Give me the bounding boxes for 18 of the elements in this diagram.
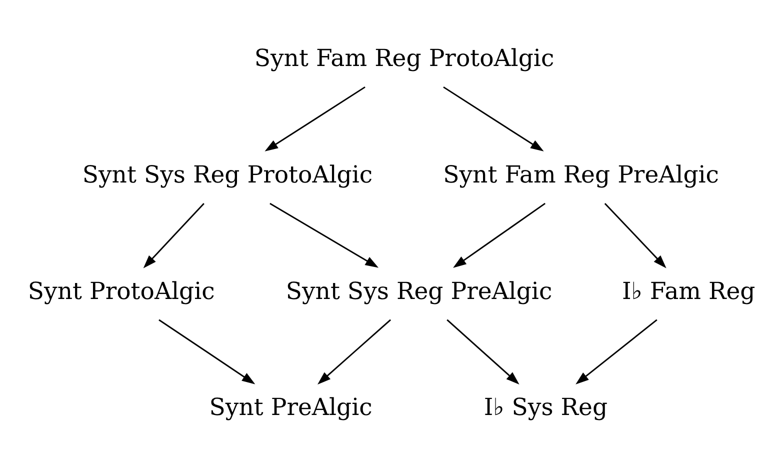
arrow — [446, 318, 520, 384]
node-text: Synt ProtoAlgic — [28, 276, 215, 304]
node-text: Synt PreAlgic — [209, 392, 372, 421]
node-text: Synt Sys Reg ProtoAlgic — [82, 160, 373, 188]
arrow — [604, 202, 666, 268]
node-text: Synt Sys Reg PreAlgic — [286, 276, 552, 304]
arrow — [453, 202, 546, 268]
arrow — [143, 202, 204, 268]
node-text: Synt Fam Reg ProtoAlgic — [254, 44, 554, 72]
node-text: Synt Fam Reg PreAlgic — [443, 160, 720, 188]
node-text: I♭ Sys Reg — [484, 392, 608, 421]
arrow — [443, 86, 544, 151]
arrow — [318, 318, 392, 384]
node-text: I♭ Fam Reg — [622, 276, 756, 304]
arrow — [576, 318, 658, 384]
arrow — [270, 202, 379, 268]
arrow — [264, 86, 366, 151]
arrow — [158, 318, 256, 384]
